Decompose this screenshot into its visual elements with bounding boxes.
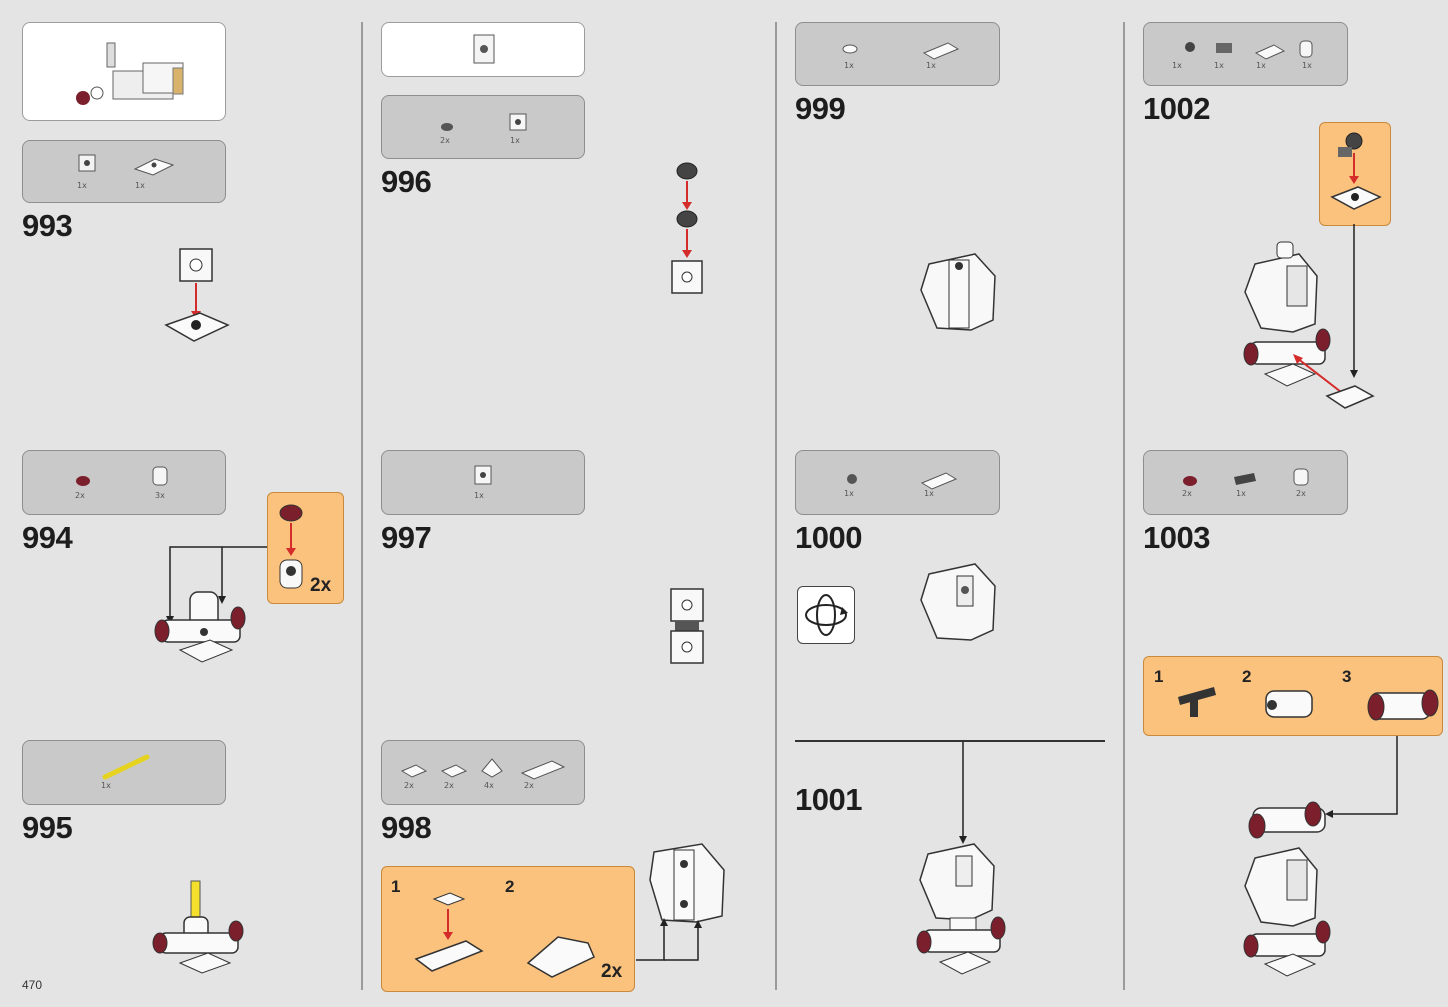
part-qty: 1x xyxy=(844,61,854,70)
build-illustration-1002 xyxy=(1243,224,1375,409)
step-number-995: 995 xyxy=(22,810,73,845)
parts-box-1003: 2x 1x 2x xyxy=(1143,450,1348,515)
step-number-998: 998 xyxy=(381,810,432,845)
callout-qty: 2x xyxy=(310,575,332,596)
callout-illustration xyxy=(279,504,303,589)
build-illustration-1003 xyxy=(1243,736,1398,977)
column-divider xyxy=(775,22,777,990)
column-divider xyxy=(1123,22,1125,990)
parts-box-994: 2x 3x xyxy=(22,450,226,515)
part-qty: 1x xyxy=(926,61,936,70)
step-number-996: 996 xyxy=(381,164,432,199)
part-qty: 1x xyxy=(924,489,934,498)
build-illustration-996 xyxy=(671,162,703,294)
callout-998: 1 2 2x xyxy=(381,866,635,992)
part-qty: 3x xyxy=(155,491,165,500)
parts-icons xyxy=(842,42,960,60)
submodel-preview xyxy=(22,22,226,121)
callout-1002 xyxy=(1319,122,1391,226)
build-illustration-998 xyxy=(636,843,725,961)
parts-box-998: 2x 2x 4x 2x xyxy=(381,740,585,805)
build-illustration-995 xyxy=(152,880,244,974)
build-illustration-999 xyxy=(920,253,996,331)
step-number-999: 999 xyxy=(795,91,846,126)
build-illustration-993 xyxy=(164,248,230,342)
submodel-preview-icon xyxy=(473,34,495,64)
substep-number: 1 xyxy=(391,877,401,896)
callout-illustration xyxy=(1178,687,1439,721)
parts-icons xyxy=(1183,468,1309,486)
part-qty: 2x xyxy=(444,781,454,790)
parts-icons xyxy=(1185,40,1313,60)
parts-icons xyxy=(76,466,168,486)
rotate-model-icon xyxy=(797,586,855,644)
parts-icons xyxy=(474,465,492,485)
part-qty: 2x xyxy=(75,491,85,500)
part-qty: 2x xyxy=(1182,489,1192,498)
part-qty: 1x xyxy=(77,181,87,190)
part-qty: 1x xyxy=(135,181,145,190)
callout-994: 2x xyxy=(267,492,344,604)
part-qty: 1x xyxy=(1214,61,1224,70)
part-qty: 4x xyxy=(484,781,494,790)
build-illustration-1001 xyxy=(916,742,1006,975)
substep-number: 2 xyxy=(1242,667,1252,686)
step-number-1003: 1003 xyxy=(1143,520,1210,555)
part-qty: 1x xyxy=(1302,61,1312,70)
parts-icons xyxy=(102,754,150,780)
substep-number: 2 xyxy=(505,877,515,896)
step-number-994: 994 xyxy=(22,520,73,555)
substep-number: 3 xyxy=(1342,667,1352,686)
parts-box-996: 2x 1x xyxy=(381,95,585,159)
part-qty: 1x xyxy=(101,781,111,790)
substep-number: 1 xyxy=(1154,667,1164,686)
parts-box-993: 1x 1x xyxy=(22,140,226,203)
build-illustration-994 xyxy=(154,546,267,663)
parts-box-995: 1x xyxy=(22,740,226,805)
step-number-1000: 1000 xyxy=(795,520,862,555)
step-number-993: 993 xyxy=(22,208,73,243)
parts-box-1000: 1x 1x xyxy=(795,450,1000,515)
callout-qty: 2x xyxy=(601,961,623,982)
part-qty: 1x xyxy=(1236,489,1246,498)
build-illustration-1000 xyxy=(920,563,996,641)
submodel-preview-icon xyxy=(76,42,184,105)
parts-box-999: 1x 1x xyxy=(795,22,1000,86)
step-number-1002: 1002 xyxy=(1143,91,1210,126)
part-qty: 2x xyxy=(440,136,450,145)
part-qty: 1x xyxy=(474,491,484,500)
step-number-997: 997 xyxy=(381,520,432,555)
submodel-preview xyxy=(381,22,585,77)
build-illustration-997 xyxy=(670,588,704,664)
part-qty: 1x xyxy=(1256,61,1266,70)
part-qty: 1x xyxy=(844,489,854,498)
column-divider xyxy=(361,22,363,990)
part-qty: 2x xyxy=(1296,489,1306,498)
step-separator-line xyxy=(795,740,1105,742)
step-number-1001: 1001 xyxy=(795,782,862,817)
parts-icons xyxy=(847,472,958,490)
part-qty: 1x xyxy=(510,136,520,145)
callout-illustration xyxy=(414,892,595,978)
parts-box-1002: 1x 1x 1x 1x xyxy=(1143,22,1348,86)
callout-1003: 1 2 3 xyxy=(1143,656,1443,736)
parts-icons xyxy=(400,758,566,780)
page-number: 470 xyxy=(22,978,43,992)
part-qty: 1x xyxy=(1172,61,1182,70)
parts-icons xyxy=(441,113,527,131)
parts-icons xyxy=(78,154,175,176)
part-qty: 2x xyxy=(524,781,534,790)
parts-box-997: 1x xyxy=(381,450,585,515)
part-qty: 2x xyxy=(404,781,414,790)
callout-illustration xyxy=(1330,132,1382,210)
